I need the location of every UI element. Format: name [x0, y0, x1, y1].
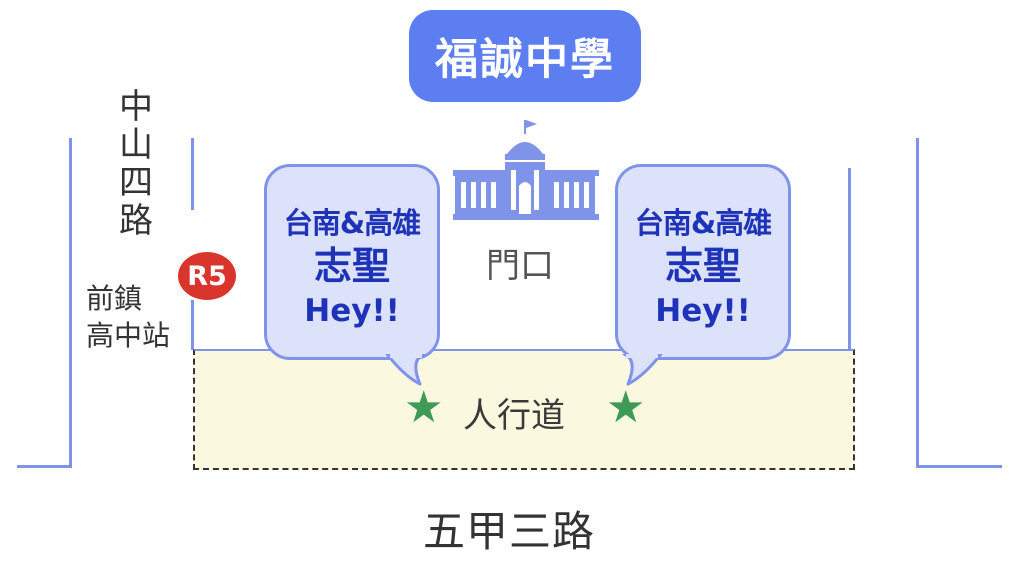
road-name-char: 四	[119, 163, 153, 203]
sidewalk-label: 人行道	[463, 396, 565, 436]
gate-label: 門口	[486, 246, 554, 286]
street-name: 五甲三路	[422, 507, 595, 556]
speech-bubble-tail	[622, 354, 663, 386]
bubble-line3: Hey!!	[304, 293, 400, 329]
road-name-char: 山	[119, 125, 153, 165]
school-name-label: 福誠中學	[409, 10, 641, 102]
road-edge-left-inner	[191, 138, 194, 210]
bubble-line2: 志聖	[313, 244, 390, 288]
road-name-char: 中	[119, 87, 153, 127]
bubble-line2: 志聖	[664, 244, 741, 288]
bubble-line1: 台南&高雄	[634, 206, 772, 240]
speech-bubble: 台南&高雄 志聖 Hey!!	[264, 164, 440, 360]
bubble-line1: 台南&高雄	[283, 206, 421, 240]
road-name-char: 路	[119, 201, 153, 241]
station-name-line1: 前鎮	[86, 282, 143, 315]
speech-bubble: 台南&高雄 志聖 Hey!!	[615, 164, 791, 360]
sidewalk-area	[193, 349, 855, 470]
road-edge-right-inner	[848, 168, 851, 350]
road-edge-right-outer	[916, 138, 919, 468]
road-name-vertical: 中 山 四 路	[118, 88, 154, 240]
station-name-line2: 高中站	[86, 319, 171, 352]
station-name: 前鎮 高中站	[86, 280, 170, 354]
road-edge-bottom-right	[916, 465, 1002, 468]
station-code-badge: R5	[178, 252, 236, 300]
star-icon: ★	[606, 382, 646, 433]
road-edge-left-outer	[69, 138, 72, 468]
school-building-icon	[453, 120, 599, 220]
road-edge-left-inner-lower	[191, 300, 194, 350]
speech-bubble-tail	[385, 354, 426, 386]
star-icon: ★	[404, 382, 444, 433]
bubble-line3: Hey!!	[655, 293, 751, 329]
road-edge-bottom-left	[17, 465, 72, 468]
